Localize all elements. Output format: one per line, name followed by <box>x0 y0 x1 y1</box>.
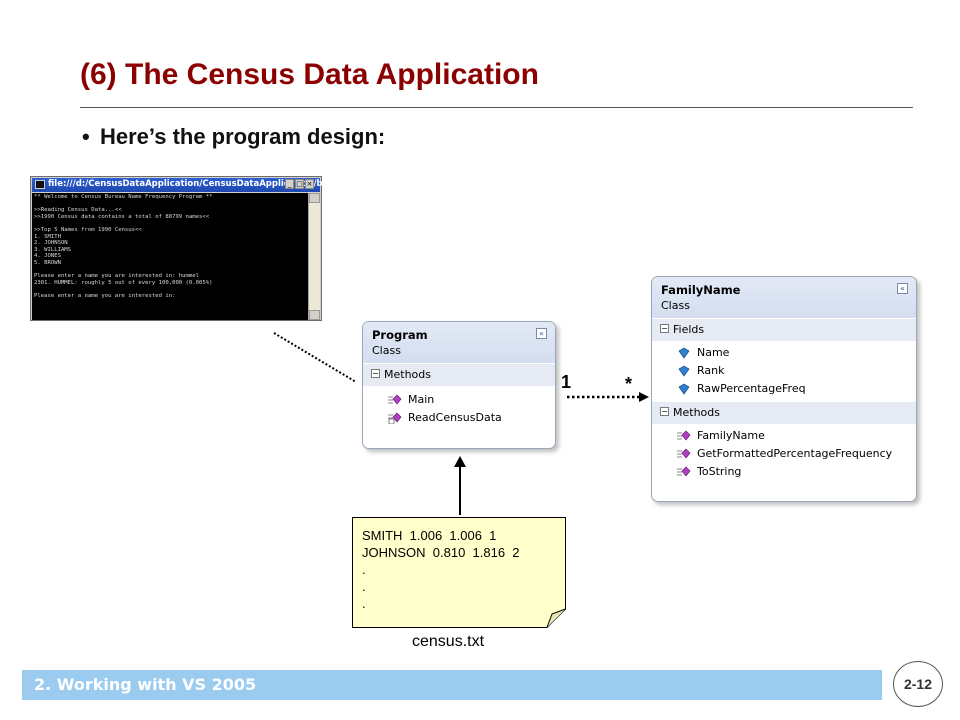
familyname-methods-label: Methods <box>673 406 720 419</box>
program-class-box[interactable]: Program Class « − Methods Main ReadCensu… <box>362 321 556 449</box>
familyname-class-type: Class <box>661 299 907 312</box>
familyname-class-header: FamilyName Class « <box>652 277 916 318</box>
familyname-method-getformattedpercentagefrequency[interactable]: GetFormattedPercentageFrequency <box>652 445 916 463</box>
familyname-field-rank[interactable]: Rank <box>652 362 916 380</box>
census-file-caption: census.txt <box>412 633 484 651</box>
method-icon <box>677 448 691 460</box>
program-class-type: Class <box>372 344 546 357</box>
familyname-method-tostring[interactable]: ToString <box>652 463 916 481</box>
familyname-class-name: FamilyName <box>661 283 907 297</box>
familyname-method-familyname[interactable]: FamilyName <box>652 427 916 445</box>
console-titlebar: file:///d:/CensusDataApplication/CensusD… <box>32 178 320 192</box>
console-scrollbar[interactable] <box>308 193 320 320</box>
bullet-dot: • <box>82 124 100 150</box>
field-icon <box>677 347 691 359</box>
field-name: RawPercentageFreq <box>697 382 806 395</box>
collapse-icon[interactable]: « <box>897 283 908 294</box>
method-name: ReadCensusData <box>408 411 502 424</box>
scroll-up-icon[interactable] <box>309 193 320 203</box>
census-file-note: SMITH 1.006 1.006 1 JOHNSON 0.810 1.816 … <box>352 517 566 628</box>
program-methods-label: Methods <box>384 368 431 381</box>
console-connector <box>270 330 360 386</box>
console-app-icon <box>35 180 45 189</box>
method-icon <box>388 412 402 424</box>
console-window: file:///d:/CensusDataApplication/CensusD… <box>30 176 322 321</box>
method-icon <box>388 394 402 406</box>
collapse-section-icon[interactable]: − <box>660 324 669 333</box>
familyname-fields-section[interactable]: − Fields <box>652 318 916 341</box>
file-to-program-arrow <box>450 455 470 517</box>
slide-title: (6) The Census Data Application <box>80 58 539 92</box>
field-name: Rank <box>697 364 724 377</box>
familyname-methods-section[interactable]: − Methods <box>652 401 916 424</box>
collapse-section-icon[interactable]: − <box>660 407 669 416</box>
program-methods-section[interactable]: − Methods <box>363 363 555 386</box>
familyname-fields-label: Fields <box>673 323 704 336</box>
console-text: ** Welcome to Census Bureau Name Frequen… <box>32 193 309 301</box>
program-class-name: Program <box>372 328 546 342</box>
footer-text: 2. Working with VS 2005 <box>34 675 256 694</box>
page-number: 2-12 <box>894 676 942 692</box>
field-icon <box>677 365 691 377</box>
collapse-icon[interactable]: « <box>536 328 547 339</box>
bullet-text: •Here’s the program design: <box>82 124 385 150</box>
console-output: ** Welcome to Census Bureau Name Frequen… <box>32 193 309 320</box>
familyname-class-box[interactable]: FamilyName Class « − Fields Name Rank Ra… <box>651 276 917 502</box>
footer-bar: 2. Working with VS 2005 <box>22 670 882 700</box>
program-method-readcensusdata[interactable]: ReadCensusData <box>363 409 555 427</box>
close-icon[interactable]: × <box>305 179 314 189</box>
page-number-badge: 2-12 <box>893 661 943 707</box>
familyname-field-name[interactable]: Name <box>652 344 916 362</box>
method-name: ToString <box>697 465 741 478</box>
method-name: FamilyName <box>697 429 765 442</box>
bullet-label: Here’s the program design: <box>100 124 385 149</box>
familyname-field-rawpercentagefreq[interactable]: RawPercentageFreq <box>652 380 916 398</box>
method-name: Main <box>408 393 434 406</box>
minimize-icon[interactable]: _ <box>285 179 294 189</box>
program-class-header: Program Class « <box>363 322 555 363</box>
method-name: GetFormattedPercentageFrequency <box>697 447 892 460</box>
method-icon <box>677 466 691 478</box>
census-file-content: SMITH 1.006 1.006 1 JOHNSON 0.810 1.816 … <box>362 527 520 612</box>
field-name: Name <box>697 346 729 359</box>
scroll-down-icon[interactable] <box>309 310 320 320</box>
association-arrow <box>565 388 655 408</box>
collapse-section-icon[interactable]: − <box>371 369 380 378</box>
title-rule <box>80 107 913 108</box>
program-method-main[interactable]: Main <box>363 391 555 409</box>
field-icon <box>677 383 691 395</box>
method-icon <box>677 430 691 442</box>
maximize-icon[interactable]: □ <box>295 179 304 189</box>
